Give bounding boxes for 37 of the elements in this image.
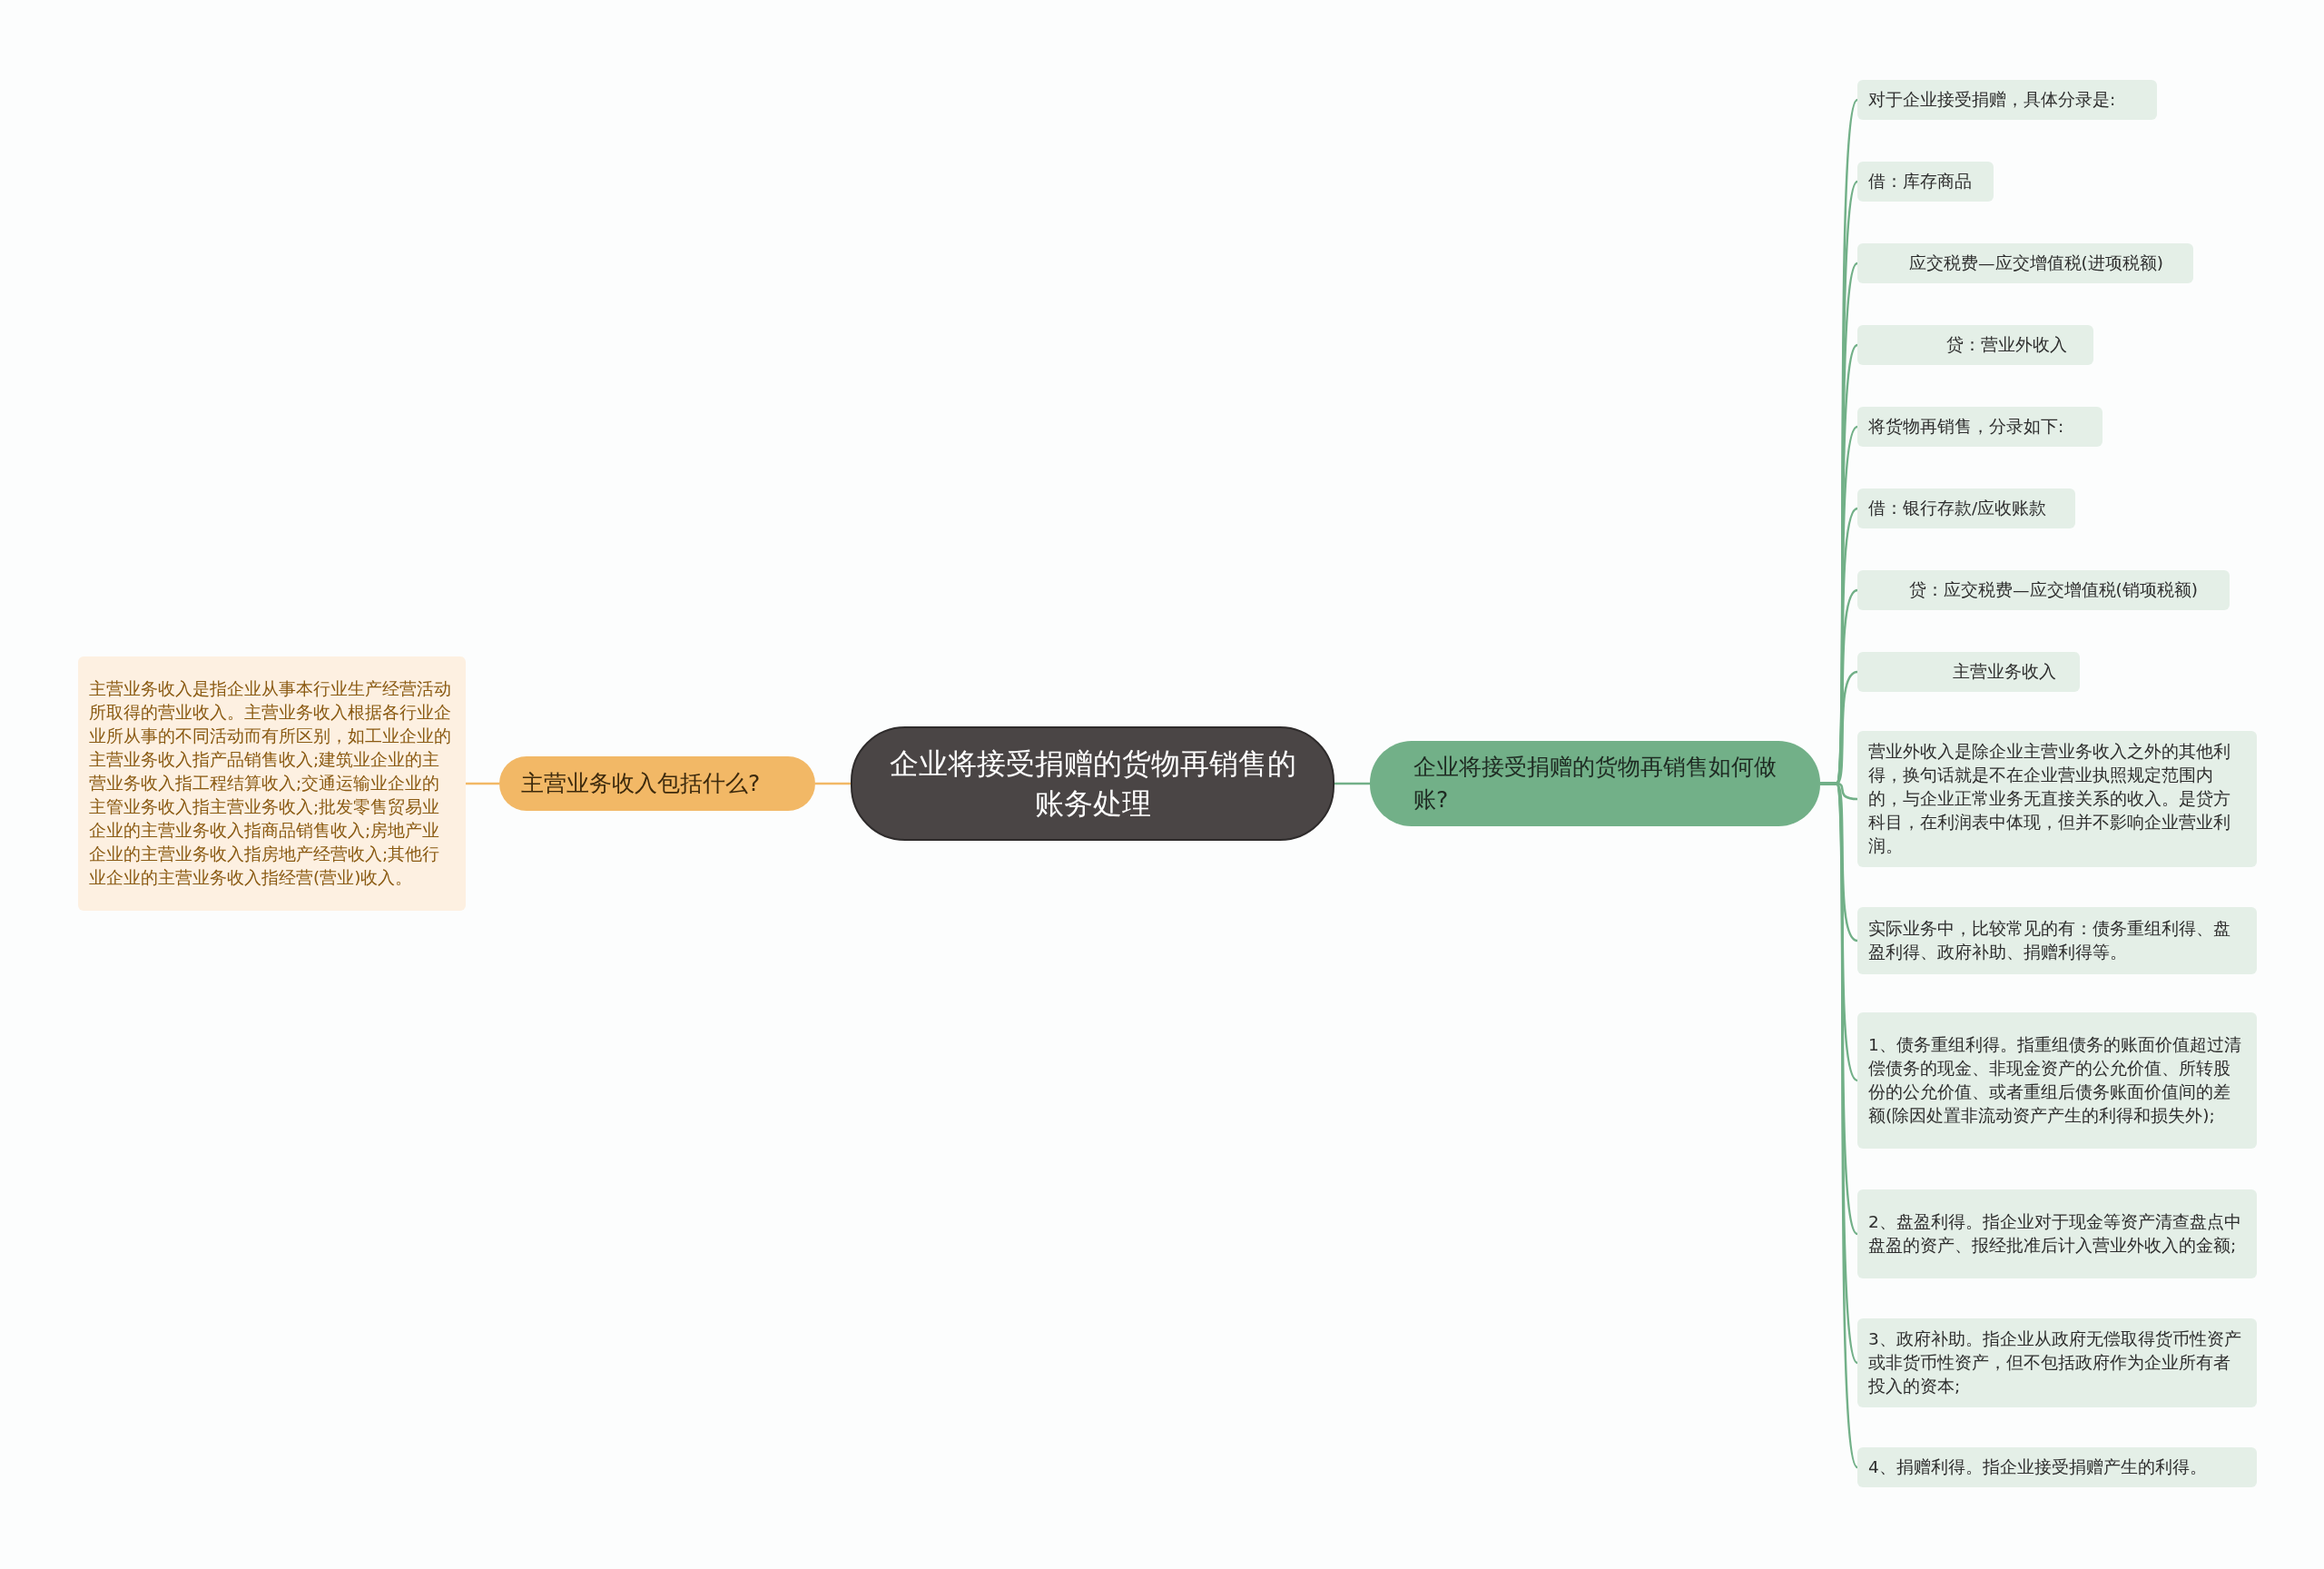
node-text: 企业将接受捐赠的货物再销售的账务处理 bbox=[889, 745, 1296, 823]
node-text: 企业将接受捐赠的货物再销售如何做账? bbox=[1413, 753, 1777, 814]
leaf-card bbox=[1857, 1447, 2257, 1487]
leaf-card bbox=[1857, 1189, 2257, 1278]
leaf-card bbox=[1857, 907, 2257, 974]
leaf-card bbox=[1857, 488, 2075, 528]
topic-pill bbox=[499, 756, 815, 811]
leaf-card bbox=[1857, 80, 2157, 120]
node-text: 主营业务收入包括什么? bbox=[521, 769, 762, 799]
node-text: 贷：营业外收入 bbox=[1946, 334, 2068, 356]
leaf-card bbox=[1857, 407, 2102, 447]
leaf-card bbox=[1857, 570, 2230, 610]
node-text: 4、捐赠利得。指企业接受捐赠产生的利得。 bbox=[1868, 1456, 2208, 1478]
leaf-card bbox=[1857, 731, 2257, 867]
note-card bbox=[78, 656, 466, 911]
node-text: 借：库存商品 bbox=[1868, 171, 1973, 192]
node-text: 实际业务中，比较常见的有：债务重组利得、盘盈利得、政府补助、捐赠利得等。 bbox=[1868, 918, 2231, 963]
leaf-card bbox=[1857, 1012, 2257, 1149]
node-text: 1、债务重组利得。指重组债务的账面价值超过清偿债务的现金、非现金资产的公允价值、所转股份的公允价值、或者重组后债务账面价值间的差额(除因处置非流动资产产生的利得和损失外); bbox=[1868, 1034, 2242, 1127]
connector-line bbox=[1334, 782, 1370, 785]
node-text: 3、政府补助。指企业从政府无偿取得货币性资产或非货币性资产，但不包括政府作为企业所有者投入的资本; bbox=[1868, 1328, 2242, 1397]
leaf-card bbox=[1857, 325, 2093, 365]
leaf-card bbox=[1857, 652, 2080, 692]
leaf-card bbox=[1857, 243, 2193, 283]
connector-line bbox=[466, 782, 499, 785]
node-text: 主营业务收入 bbox=[1953, 661, 2057, 683]
node-text: 营业外收入是除企业主营业务收入之外的其他利得，换句话就是不在企业营业执照规定范围内的，与企业正常业务无直接关系的收入。是贷方科目，在利润表中体现，但并不影响企业营业利润。 bbox=[1868, 741, 2231, 857]
leaf-card bbox=[1857, 1318, 2257, 1407]
leaf-card bbox=[1857, 162, 1994, 202]
node-text: 对于企业接受捐赠，具体分录是: bbox=[1868, 89, 2117, 111]
node-text: 主营业务收入是指企业从事本行业生产经营活动所取得的营业收入。主营业务收入根据各行业企业所从事的不同活动而有所区别，如工业企业的主营业务收入指产品销售收入;建筑业企业的主营业务收入指工程结算收入;交通运输业企业的主管业务收入指主营业务收入;批发零售贸易业企业的主营业务收入指商品销售收入;房地产业企业的主营业务收入指房地产经营收入;其他行业企业的主营业务收入指经营(营业)收入。 bbox=[89, 678, 452, 889]
node-text: 2、盘盈利得。指企业对于现金等资产清查盘点中盘盈的资产、报经批准后计入营业外收入的金额; bbox=[1868, 1211, 2242, 1257]
connector-line bbox=[815, 782, 851, 785]
node-text: 借：银行存款/应收账款 bbox=[1868, 498, 2048, 519]
node-text: 贷：应交税费—应交增值税(销项税额) bbox=[1909, 579, 2199, 601]
node-text: 应交税费—应交增值税(进项税额) bbox=[1909, 252, 2164, 274]
node-text: 将货物再销售，分录如下: bbox=[1868, 416, 2065, 438]
